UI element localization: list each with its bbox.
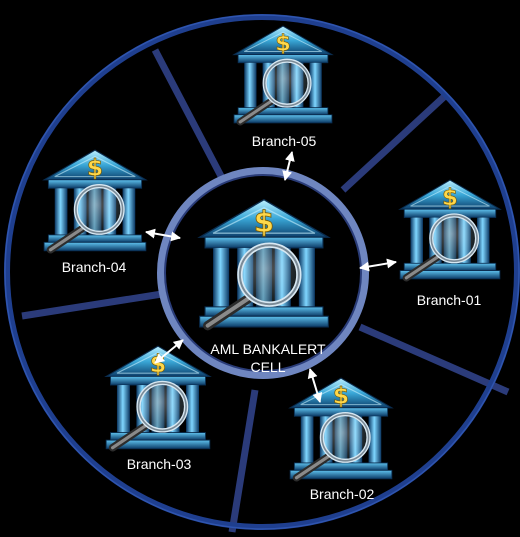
branch-label: Branch-03 [127, 456, 192, 472]
arrow-branch-04 [145, 228, 181, 242]
center-label-line2: CELL [250, 359, 285, 375]
spoke-top [151, 48, 226, 180]
arrow-branch-01 [359, 258, 397, 272]
arrow-branch-03 [154, 339, 184, 364]
arrow-branch-05 [282, 151, 295, 181]
branch-label: Branch-04 [62, 259, 127, 275]
spoke-bottom [228, 389, 259, 533]
spokes [21, 48, 510, 533]
connector-arrows [145, 151, 397, 403]
spoke-upper-right [340, 92, 449, 193]
branch-node: Branch-01 [400, 180, 500, 308]
branch-node: Branch-02 [290, 378, 392, 502]
outer-ring [4, 14, 520, 530]
center-label-line1: AML BANKALERT [210, 341, 326, 357]
branch-node: Branch-04 [44, 150, 146, 275]
spoke-right [358, 323, 510, 396]
center-node: AML BANKALERT CELL [200, 200, 329, 375]
branch-node: Branch-03 [106, 346, 210, 472]
branch-label: Branch-05 [252, 133, 317, 149]
branch-label: Branch-01 [417, 292, 482, 308]
spoke-left [21, 290, 163, 320]
branch-node: Branch-05 [234, 26, 332, 149]
arrow-branch-02 [307, 368, 323, 403]
branch-label: Branch-02 [310, 486, 375, 502]
